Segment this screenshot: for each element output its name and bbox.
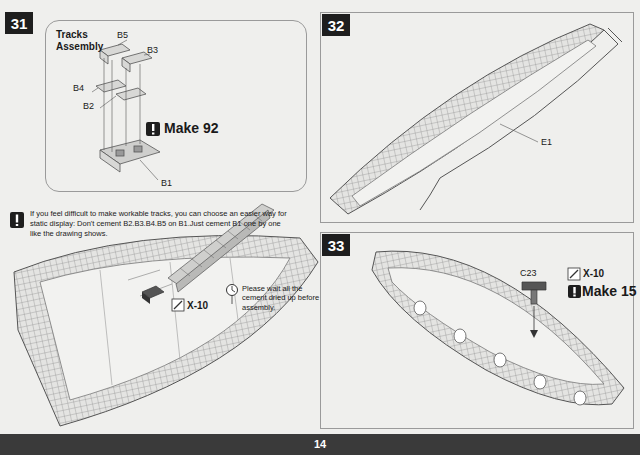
step-number-text: 32 <box>328 17 345 34</box>
instruction-note: If you feel difficult to make workable t… <box>30 209 292 238</box>
part-number: B3 <box>147 45 158 56</box>
part-number: C23 <box>520 268 537 279</box>
quantity-note: Make 15 <box>582 283 636 300</box>
page-number: 14 <box>314 438 326 451</box>
paint-code: X-10 <box>583 268 604 280</box>
paint-code: X-10 <box>187 300 208 312</box>
part-number: B1 <box>161 178 172 189</box>
instruction-note: Please wait all the cement dried up befo… <box>242 284 320 312</box>
quantity-note: Make 92 <box>164 120 218 137</box>
part-number: B4 <box>73 83 84 94</box>
step-number-text: 33 <box>328 237 345 254</box>
step-number: 32 <box>322 14 350 36</box>
part-number: B2 <box>83 101 94 112</box>
step-number-text: 31 <box>11 15 28 32</box>
part-number: B5 <box>117 30 128 41</box>
part-number: E1 <box>541 137 552 148</box>
step-title: Tracks Assembly <box>56 29 118 53</box>
step-number: 33 <box>322 234 350 256</box>
step-number: 31 <box>5 12 33 34</box>
